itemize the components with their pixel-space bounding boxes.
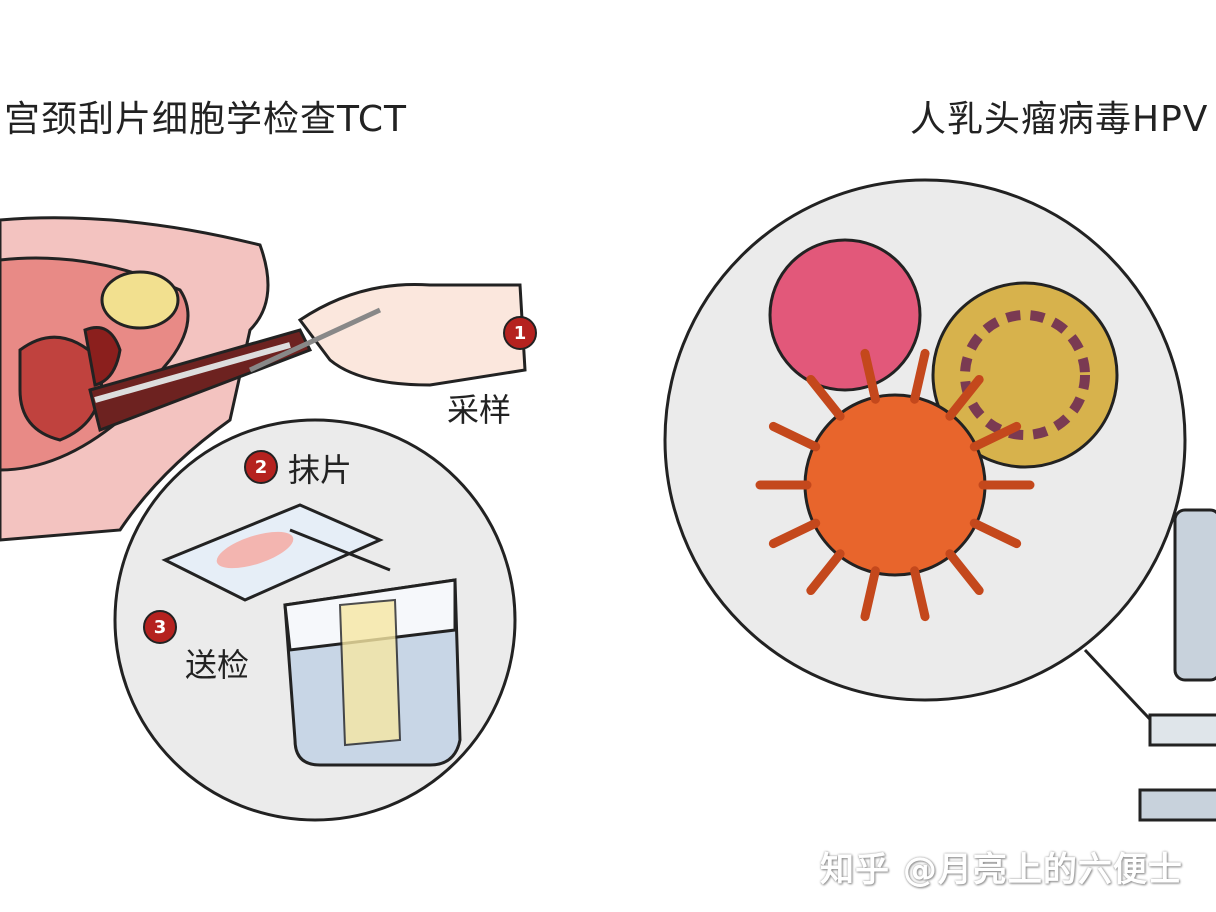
step-2-label: 抹片 <box>288 451 353 489</box>
hpv-title: 人乳头瘤病毒HPV <box>910 99 1209 140</box>
virus-spike <box>768 518 821 549</box>
step-3-badge: 3 <box>143 610 177 644</box>
virus-spike <box>910 348 930 404</box>
virus-spike <box>969 421 1022 452</box>
virus-spike <box>806 374 845 421</box>
virus-spike <box>860 348 880 404</box>
virus-spike <box>860 566 880 622</box>
virus-spike <box>768 421 821 452</box>
virus-spike <box>945 374 984 421</box>
virus-spike <box>806 549 845 596</box>
virus-spike <box>969 518 1022 549</box>
tct-title: 宫颈刮片细胞学检查TCT <box>4 99 408 140</box>
hpv-virus-circle <box>663 178 1187 702</box>
step-2-badge: 2 <box>244 450 278 484</box>
watermark: 知乎 @月亮上的六便士 <box>820 850 1183 890</box>
step-3-label: 送检 <box>185 646 250 684</box>
smear-and-container-circle <box>113 418 517 822</box>
anatomy-illustration <box>0 216 313 542</box>
virus-spike <box>910 566 930 622</box>
microscope-illustration <box>1138 508 1216 822</box>
step-1-badge: 1 <box>503 316 537 350</box>
virus-spike <box>945 549 984 596</box>
connector-line <box>1083 648 1162 732</box>
step-1-label: 采样 <box>447 391 512 429</box>
